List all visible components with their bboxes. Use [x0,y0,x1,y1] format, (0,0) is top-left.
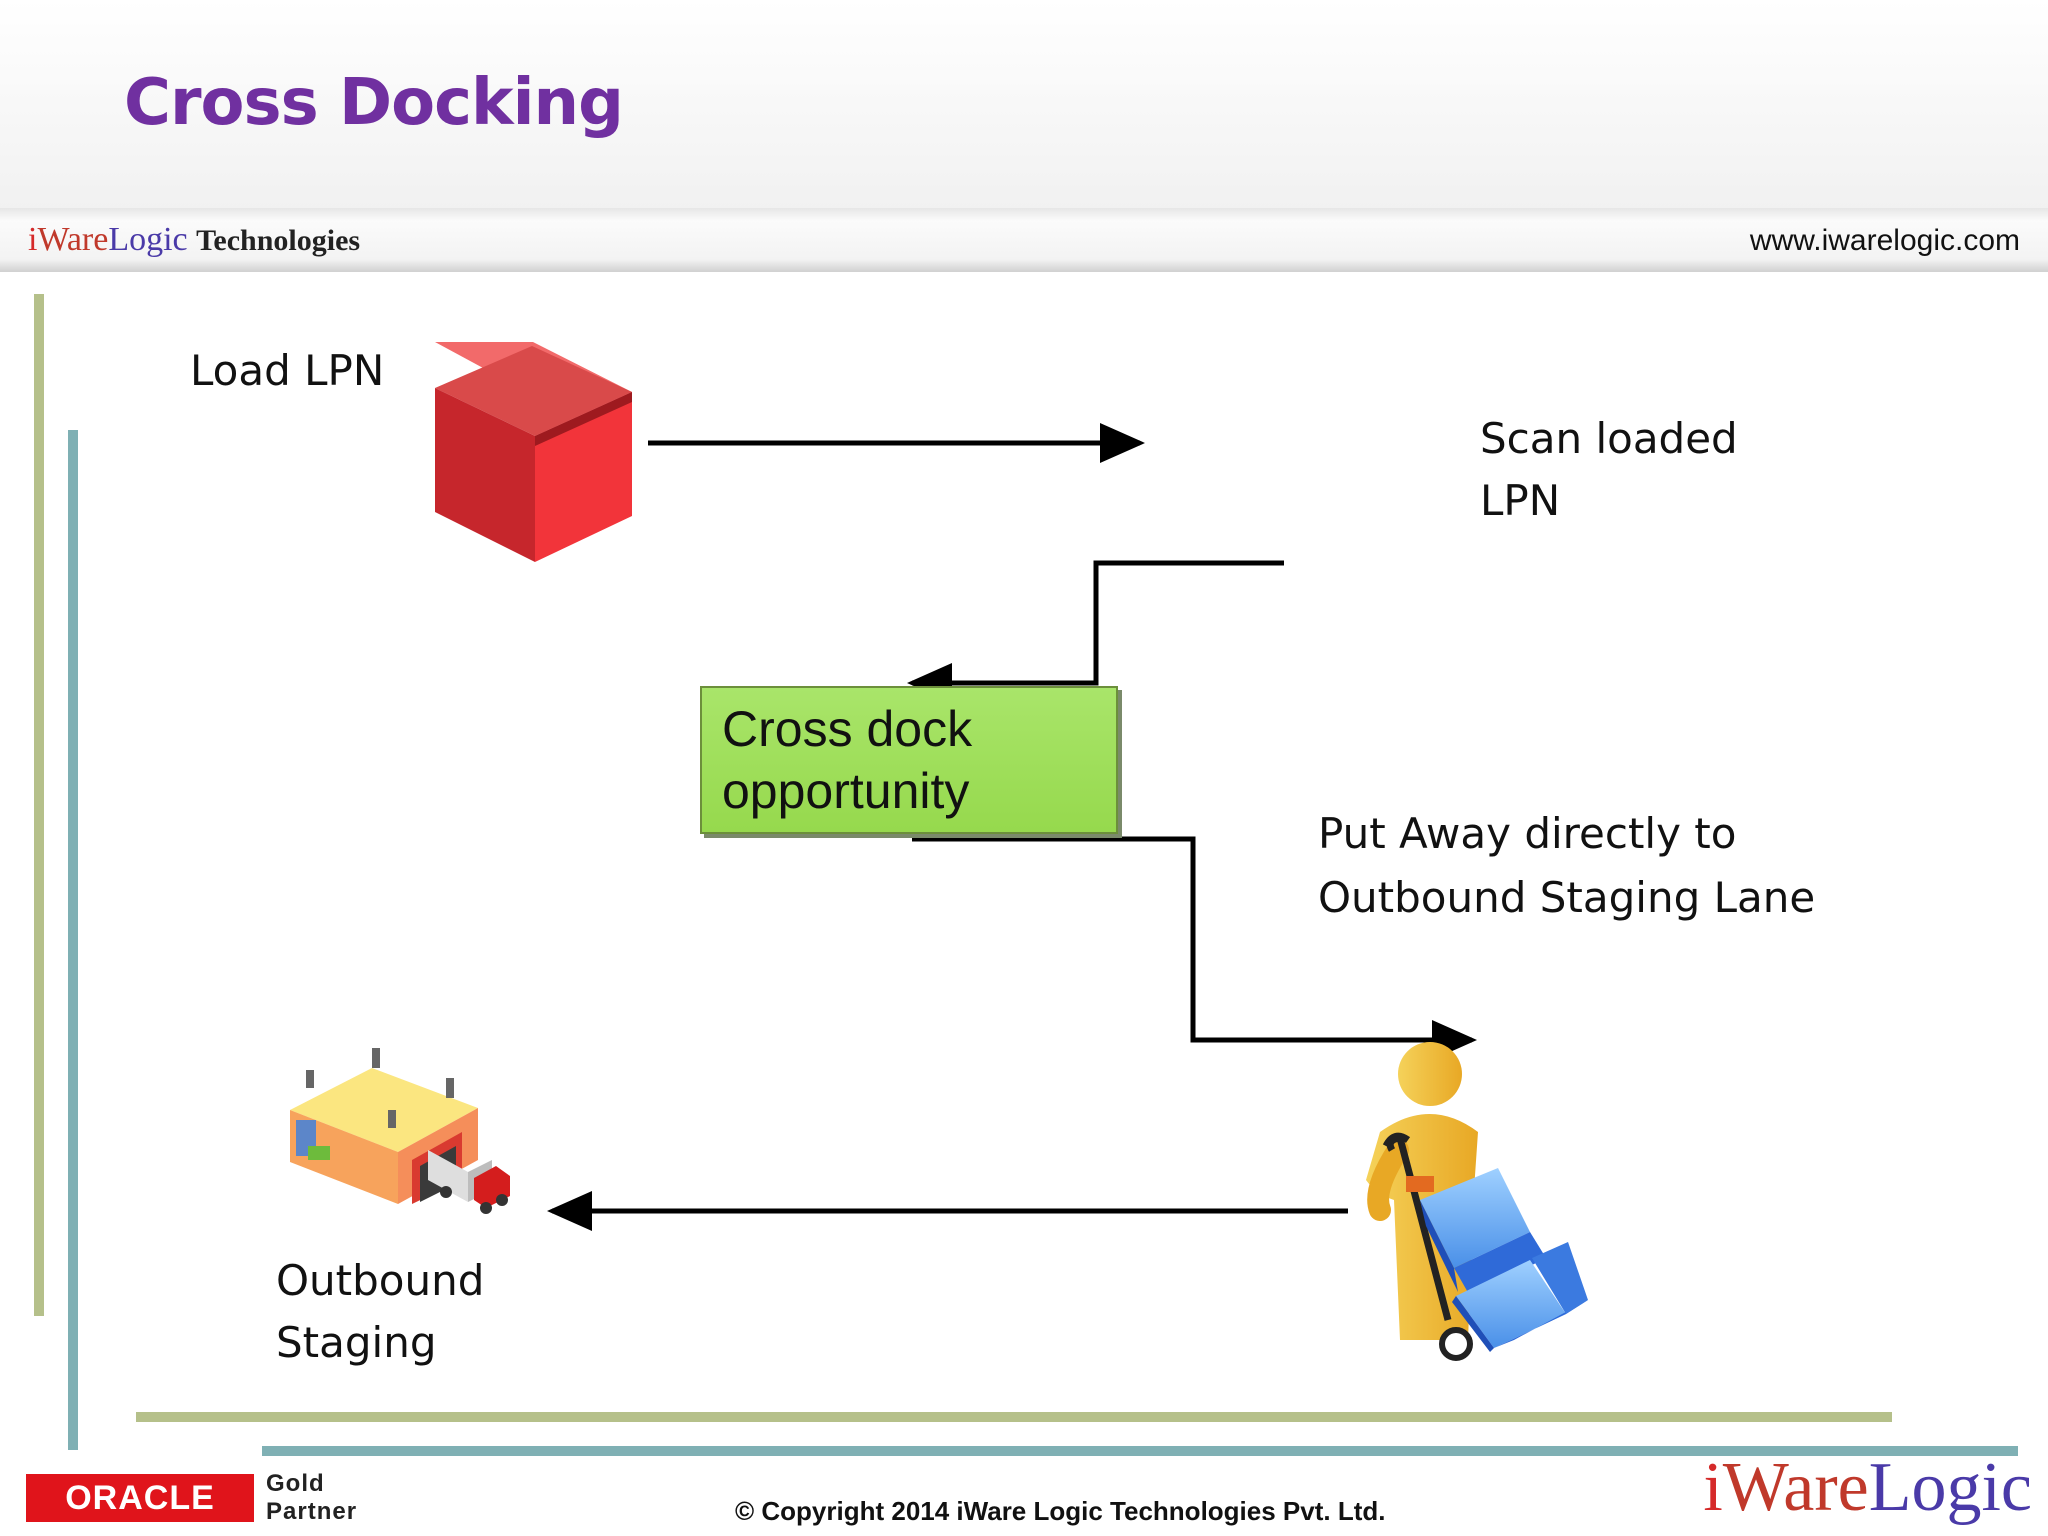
oracle-logo: ORACLE [26,1474,254,1522]
label-cross-dock-opportunity: Cross dock opportunity [722,701,973,819]
worker-hand-truck-icon [1366,1042,1588,1361]
accent-bar-green-horizontal [136,1412,1892,1422]
warehouse-truck-icon [290,1048,510,1214]
brand-logo-bottom: iWareLogic [1703,1449,2032,1526]
arrow-scan-to-crossdock [907,560,1284,703]
label-load-lpn: Load LPN [190,346,385,395]
copyright-text: © Copyright 2014 iWare Logic Technologie… [735,1496,1386,1526]
accent-bar-teal-vertical [68,430,78,1450]
website-link[interactable]: www.iwarelogic.com [1749,224,2020,257]
header-band [0,0,2048,210]
gold-partner-label: Gold Partner [266,1470,358,1525]
accent-bar-green-vertical [34,294,44,1316]
accent-bar-teal-horizontal [262,1446,2018,1456]
red-box-icon [435,342,632,562]
page-title: Cross Docking [124,66,624,140]
label-scan-loaded-lpn: Scan loaded LPN [1480,414,1738,525]
label-outbound-staging: Outbound Staging [276,1256,485,1367]
brand-logo-top: iWareLogic Technologies [28,221,361,258]
arrow-crossdock-to-putaway [912,836,1477,1060]
sub-header-band [0,208,2048,272]
label-put-away: Put Away directly to Outbound Staging La… [1318,809,1816,922]
cross-dock-opportunity-box: Cross dock opportunity [700,686,1118,834]
